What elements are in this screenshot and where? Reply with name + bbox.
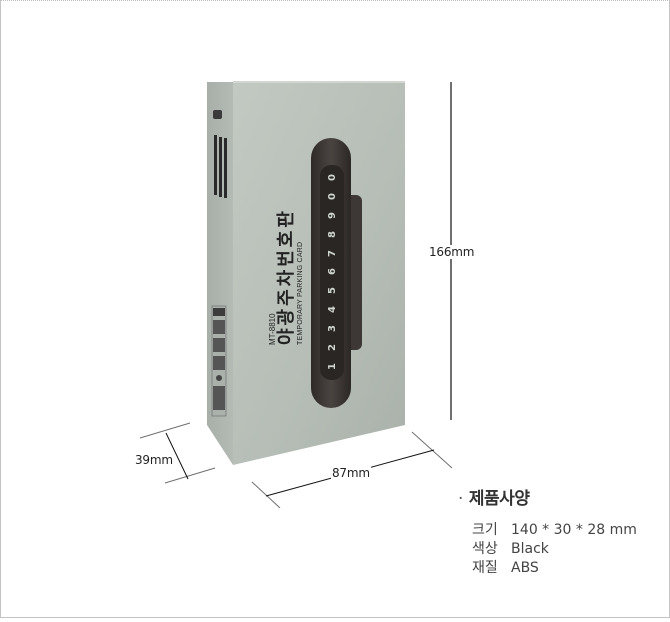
product-title-en: TEMPORARY PARKING CARD bbox=[297, 241, 304, 345]
bullet-icon: · bbox=[458, 489, 463, 509]
width-dimension-label: 87mm bbox=[331, 466, 371, 480]
spec-title: 제품사양 bbox=[468, 489, 530, 509]
digit: 9 bbox=[326, 211, 338, 219]
digit: 8 bbox=[326, 230, 338, 238]
digit: 7 bbox=[326, 249, 338, 257]
box-side-panel bbox=[207, 82, 233, 465]
product-title-ko: 야광주차번호판 bbox=[276, 208, 297, 345]
spec-row-size: 크기 140 * 30 * 28 mm bbox=[472, 521, 637, 540]
digit: 0 bbox=[326, 192, 338, 200]
parking-card-device-image bbox=[311, 138, 362, 408]
digit: 3 bbox=[326, 325, 338, 333]
digit: 4 bbox=[326, 306, 338, 314]
spec-value: ABS bbox=[511, 560, 539, 576]
product-spec-section: ·제품사양 크기 140 * 30 * 28 mm 색상 Black 재질 ABS bbox=[458, 484, 637, 578]
depth-dimension-label: 39mm bbox=[135, 453, 173, 467]
spec-heading: ·제품사양 bbox=[458, 484, 637, 509]
spec-key: 재질 bbox=[472, 560, 498, 576]
spec-key: 색상 bbox=[472, 541, 498, 557]
digit: 2 bbox=[326, 344, 338, 351]
depth-dimension-line bbox=[139, 422, 216, 484]
spec-row-material: 재질 ABS bbox=[472, 559, 637, 578]
spec-value: 140 * 30 * 28 mm bbox=[511, 522, 637, 538]
digit: 1 bbox=[326, 362, 338, 370]
spec-value: Black bbox=[511, 541, 549, 557]
spec-row-color: 색상 Black bbox=[472, 540, 637, 559]
spec-key: 크기 bbox=[472, 522, 498, 538]
height-dimension-label: 166mm bbox=[428, 245, 476, 259]
digit: 6 bbox=[326, 268, 338, 276]
digit: 0 bbox=[326, 174, 338, 181]
digit: 5 bbox=[326, 287, 338, 295]
device-digits: 1 2 3 4 5 6 7 8 9 0 0 bbox=[323, 172, 341, 372]
spec-list: 크기 140 * 30 * 28 mm 색상 Black 재질 ABS bbox=[472, 521, 637, 578]
box-printed-text: MT-8810 야광주차번호판 TEMPORARY PARKING CARD bbox=[268, 208, 304, 345]
